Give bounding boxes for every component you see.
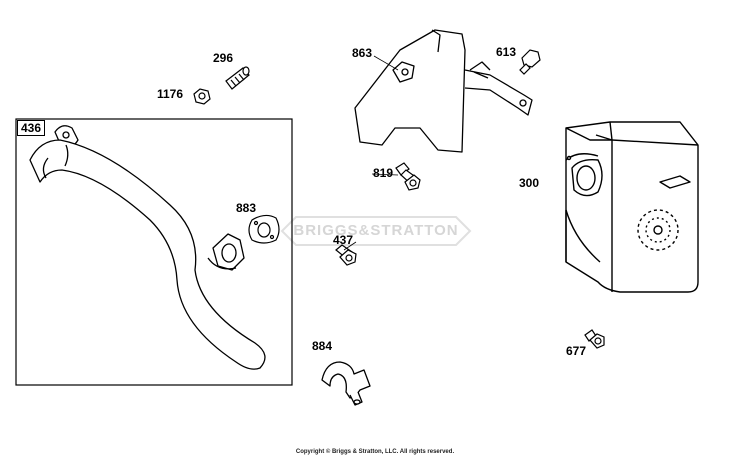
- label-part-437[interactable]: 437: [333, 233, 354, 247]
- label-part-884[interactable]: 884: [312, 339, 333, 353]
- watermark: BRIGGS&STRATTON: [293, 222, 459, 239]
- label-part-883[interactable]: 883: [236, 201, 257, 215]
- leader-lines: [343, 55, 399, 251]
- exhaust-pipe-box: [15, 118, 293, 386]
- label-part-296[interactable]: 296: [213, 51, 234, 65]
- label-part-677[interactable]: 677: [566, 344, 587, 358]
- label-part-863[interactable]: 863: [352, 46, 373, 60]
- bolt-819-part[interactable]: [395, 162, 421, 191]
- label-part-436[interactable]: 436: [17, 120, 46, 136]
- bolt-437-part[interactable]: [335, 244, 357, 266]
- screw-613-part[interactable]: [519, 49, 541, 75]
- clamp-part[interactable]: [321, 361, 371, 406]
- stud-part[interactable]: [225, 66, 250, 90]
- watermark-logo-outline: [280, 216, 472, 246]
- gasket-part[interactable]: [248, 214, 280, 244]
- heat-shield-part[interactable]: [354, 29, 533, 153]
- muffler-part[interactable]: [565, 121, 699, 293]
- exhaust-pipe-part[interactable]: [29, 125, 266, 370]
- label-part-613[interactable]: 613: [496, 45, 517, 59]
- nut-part[interactable]: [193, 88, 211, 105]
- label-part-300[interactable]: 300: [519, 176, 540, 190]
- screw-677-part[interactable]: [584, 329, 605, 349]
- label-part-819[interactable]: 819: [373, 166, 394, 180]
- label-part-1176[interactable]: 1176: [157, 87, 184, 101]
- copyright-notice: Copyright © Briggs & Stratton, LLC. All …: [295, 449, 455, 455]
